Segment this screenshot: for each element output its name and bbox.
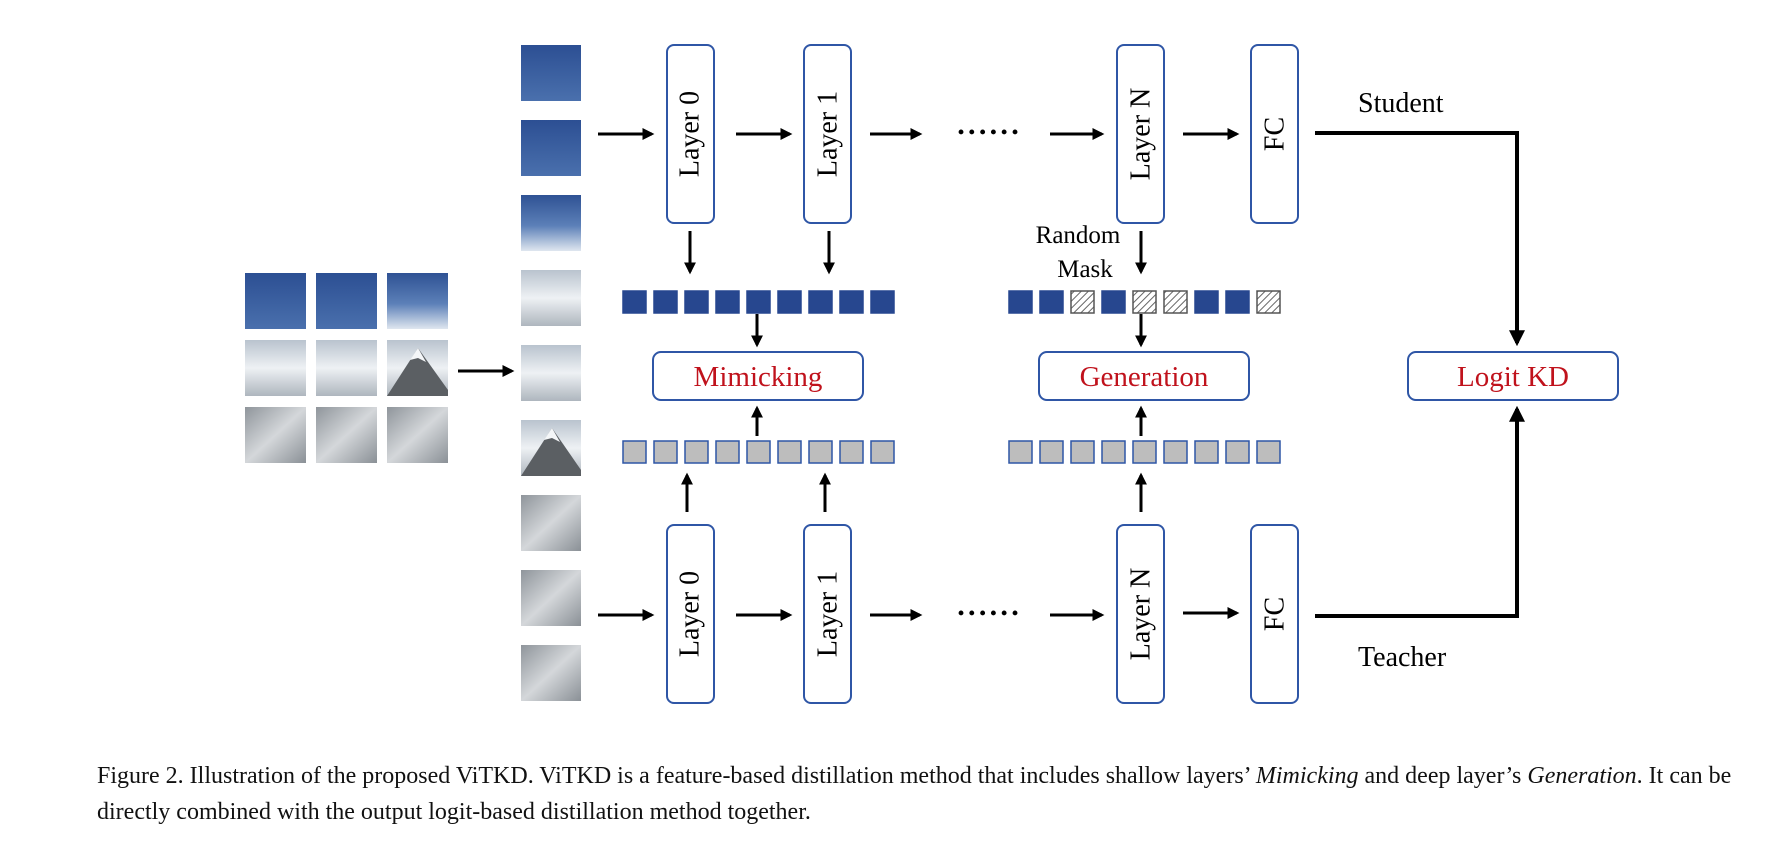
feature-token <box>715 290 740 314</box>
masked-token <box>1070 290 1095 314</box>
student-layer-0-box <box>666 44 715 224</box>
student-branch: Layer 0 Layer 1 • • • • • • Layer N FC S… <box>598 44 1525 347</box>
masked-token <box>1256 290 1281 314</box>
teacher-layer-n-label: Layer N <box>1126 568 1157 661</box>
teacher-branch: Layer 0 Layer 1 • • • • • • Layer N FC T… <box>598 405 1525 704</box>
patch-sequence <box>521 45 581 701</box>
feature-token <box>1070 440 1095 464</box>
feature-token <box>808 290 833 314</box>
feature-token <box>622 290 647 314</box>
caption-part3: . It can be directly combined with the o… <box>97 763 1732 825</box>
mimicking-label: Mimicking <box>694 361 823 393</box>
input-image-grid <box>245 273 448 463</box>
feature-token <box>1039 290 1064 314</box>
generation-label: Generation <box>1080 361 1209 393</box>
feature-token <box>1101 290 1126 314</box>
feature-token <box>1101 440 1126 464</box>
teacher-layer-0-box <box>666 524 715 704</box>
feature-token <box>653 440 678 464</box>
feature-token <box>839 440 864 464</box>
feature-token <box>1225 440 1250 464</box>
logit-kd-box <box>1407 351 1619 401</box>
feature-token <box>684 440 709 464</box>
feature-token <box>1132 440 1157 464</box>
caption-part1: Figure 2. Illustration of the proposed V… <box>97 763 1256 789</box>
feature-token <box>1039 440 1064 464</box>
figure-caption: Figure 2. Illustration of the proposed V… <box>97 758 1757 830</box>
teacher-deep-tokens <box>1008 440 1281 464</box>
student-shallow-tokens <box>622 290 895 314</box>
logit-kd-label: Logit KD <box>1457 361 1569 393</box>
teacher-ellipsis: • • • • • • <box>958 603 1018 623</box>
feature-token <box>1008 290 1033 314</box>
student-layer-n-label: Layer N <box>1126 88 1157 181</box>
feature-token <box>1256 440 1281 464</box>
student-layer-1-box <box>803 44 852 224</box>
generation-box <box>1038 351 1250 401</box>
feature-token <box>808 440 833 464</box>
teacher-layer-0-label: Layer 0 <box>675 571 706 657</box>
masked-token <box>1132 290 1157 314</box>
masked-token <box>1163 290 1188 314</box>
feature-token <box>870 290 895 314</box>
feature-token <box>1163 440 1188 464</box>
feature-token <box>777 290 802 314</box>
student-layer-n-box <box>1116 44 1165 224</box>
teacher-fc-label: FC <box>1260 597 1291 631</box>
feature-token <box>1008 440 1033 464</box>
feature-token <box>777 440 802 464</box>
feature-token <box>746 290 771 314</box>
caption-part2: and deep layer’s <box>1358 763 1528 789</box>
teacher-fc-box <box>1250 524 1299 704</box>
feature-token <box>653 290 678 314</box>
student-layer-0-label: Layer 0 <box>675 91 706 177</box>
feature-token <box>1194 440 1219 464</box>
feature-token <box>684 290 709 314</box>
student-label: Student <box>1358 88 1444 119</box>
random-mask-label-line2: Mask <box>1057 256 1113 283</box>
feature-token <box>746 440 771 464</box>
teacher-layer-n-box <box>1116 524 1165 704</box>
teacher-layer-1-label: Layer 1 <box>813 571 844 657</box>
student-fc-label: FC <box>1260 117 1291 151</box>
feature-token <box>1194 290 1219 314</box>
feature-token <box>622 440 647 464</box>
feature-token <box>715 440 740 464</box>
teacher-shallow-tokens <box>622 440 895 464</box>
student-fc-box <box>1250 44 1299 224</box>
student-layer-1-label: Layer 1 <box>813 91 844 177</box>
teacher-layer-1-box <box>803 524 852 704</box>
feature-token <box>1225 290 1250 314</box>
caption-generation: Generation <box>1527 763 1637 789</box>
student-deep-masked-tokens <box>1008 290 1281 314</box>
teacher-label: Teacher <box>1358 642 1447 673</box>
caption-mimicking: Mimicking <box>1255 763 1359 789</box>
mimicking-box <box>652 351 864 401</box>
student-ellipsis: • • • • • • <box>958 122 1018 142</box>
feature-token <box>839 290 864 314</box>
random-mask-label-line1: Random <box>1036 222 1121 249</box>
feature-token <box>870 440 895 464</box>
